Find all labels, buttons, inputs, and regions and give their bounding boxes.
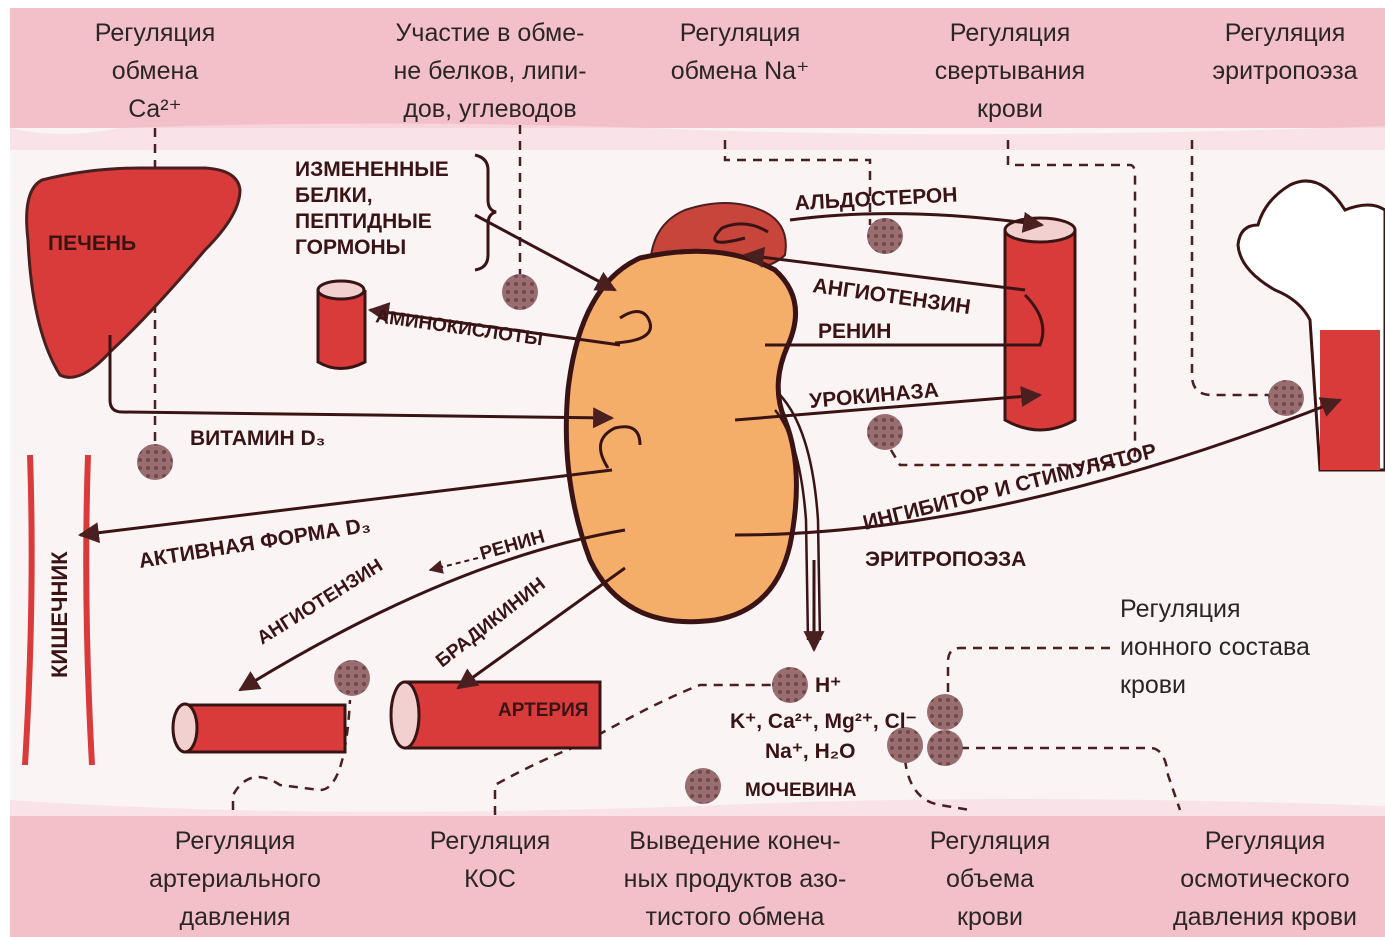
label-vitamin-d: ВИТАМИН D₃ <box>190 427 325 450</box>
bottom-regulation-acid: Регуляция КОС <box>410 822 570 898</box>
top-regulation-metab: Участие в обме- не белков, липи- дов, уг… <box>375 14 605 128</box>
proteins-label-2: БЕЛКИ, <box>295 184 373 207</box>
dot-acid <box>772 667 808 703</box>
side-regulation-ions: Регуляция ионного состава крови <box>1120 590 1350 704</box>
urine-h: H⁺ <box>815 674 841 697</box>
dot-osm <box>927 730 963 766</box>
dot-na <box>867 218 903 254</box>
bottom-regulation-bp: Регуляция артериального давления <box>130 822 340 936</box>
top-regulation-na: Регуляция обмена Na⁺ <box>650 14 830 90</box>
dot-urea <box>685 768 721 804</box>
proteins-label-1: ИЗМЕНЕННЫЕ <box>295 158 449 181</box>
vessel-bp-body <box>185 705 345 752</box>
dot-coag <box>867 414 903 450</box>
label-renin-top: РЕНИН <box>818 320 891 343</box>
top-regulation-ca: Регуляция обмена Ca²⁺ <box>70 14 240 128</box>
dot-erythro <box>1268 380 1304 416</box>
dot-ion <box>927 694 963 730</box>
urine-urea: МОЧЕВИНА <box>745 780 857 801</box>
liver-label: ПЕЧЕНЬ <box>48 232 136 255</box>
dot-ca <box>137 444 173 480</box>
urine-na-water: Na⁺, H₂O <box>765 740 855 763</box>
bottom-regulation-osmotic: Регуляция осмотического давления крови <box>1150 822 1380 936</box>
label-erythro-2: ЭРИТРОПОЭЗА <box>865 548 1026 571</box>
amino-cylinder-opening <box>318 281 364 299</box>
artery-label: АРТЕРИЯ <box>498 700 588 721</box>
top-regulation-erythro: Регуляция эритропоэза <box>1195 14 1375 90</box>
top-regulation-coag: Регуляция свертывания крови <box>915 14 1105 128</box>
bottom-regulation-excretion: Выведение конеч- ных продуктов азо- тист… <box>600 822 870 936</box>
kidney-shape <box>566 251 796 621</box>
vessel-bp-opening <box>173 704 197 752</box>
dot-bp <box>334 660 370 696</box>
proteins-label-3: ПЕПТИДНЫЕ <box>295 210 432 233</box>
bottom-regulation-volume: Регуляция объема крови <box>900 822 1080 936</box>
intestine-label: КИШЕЧНИК <box>47 551 72 678</box>
amino-cylinder <box>318 290 365 369</box>
artery-opening <box>391 682 419 748</box>
proteins-label-4: ГОРМОНЫ <box>295 236 406 259</box>
dot-metab <box>502 274 538 310</box>
urine-ions: K⁺, Ca²⁺, Mg²⁺, Cl⁻ <box>730 710 917 733</box>
blood-vessel-right <box>1005 230 1075 430</box>
bone-marrow-red <box>1320 330 1380 470</box>
